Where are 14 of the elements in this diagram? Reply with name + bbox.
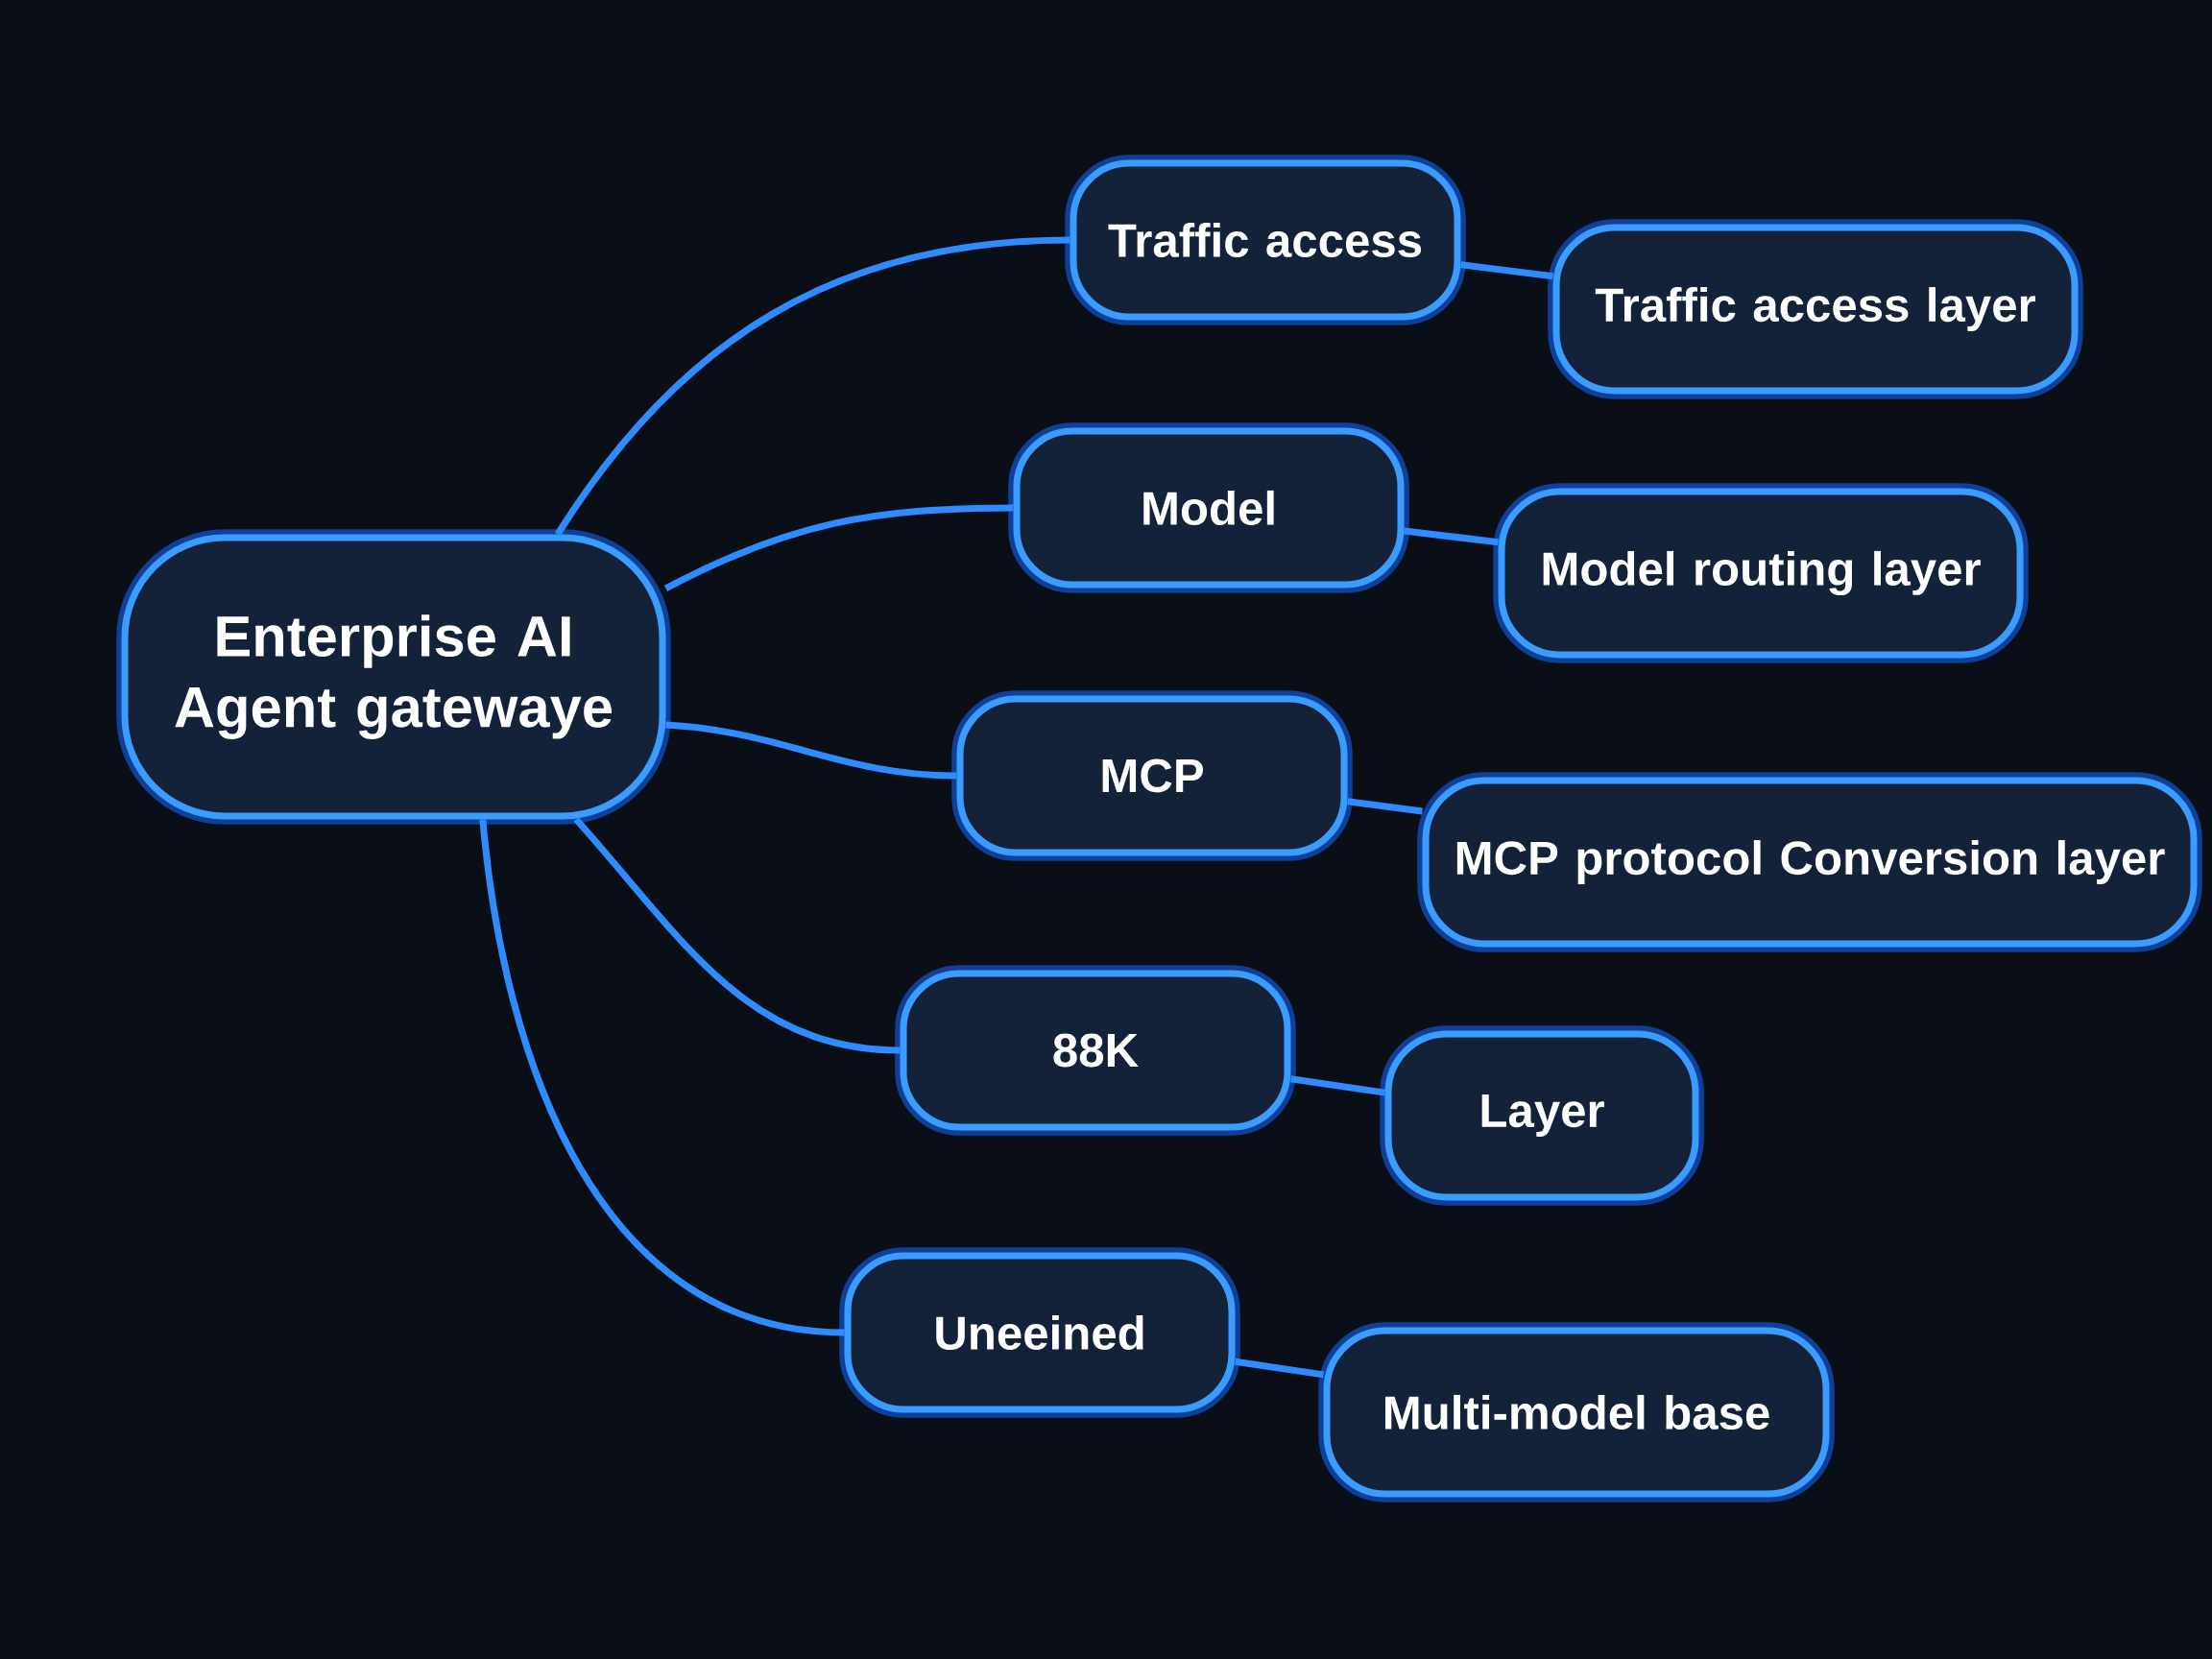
rounded-box: MCP protocol Conversion layer <box>1417 772 2202 952</box>
rounded-box: Layer <box>1380 1025 1704 1206</box>
rounded-box: Model routing layer <box>1493 483 2029 663</box>
rounded-box: Traffic access <box>1065 155 1466 325</box>
connector-line <box>1290 1075 1385 1096</box>
rounded-box: Multi-model base <box>1318 1322 1835 1503</box>
rounded-box: Model <box>1008 422 1409 593</box>
connector-line <box>479 819 845 1336</box>
connector-line <box>1235 1358 1325 1379</box>
rounded-box: Traffic access layer <box>1548 219 2083 399</box>
rounded-box: MCP <box>951 690 1353 861</box>
rounded-box: Uneeined <box>839 1247 1240 1418</box>
rounded-box: 88K <box>895 965 1296 1136</box>
rounded-box: Enterprise AI Agent gatewaye <box>116 529 671 825</box>
